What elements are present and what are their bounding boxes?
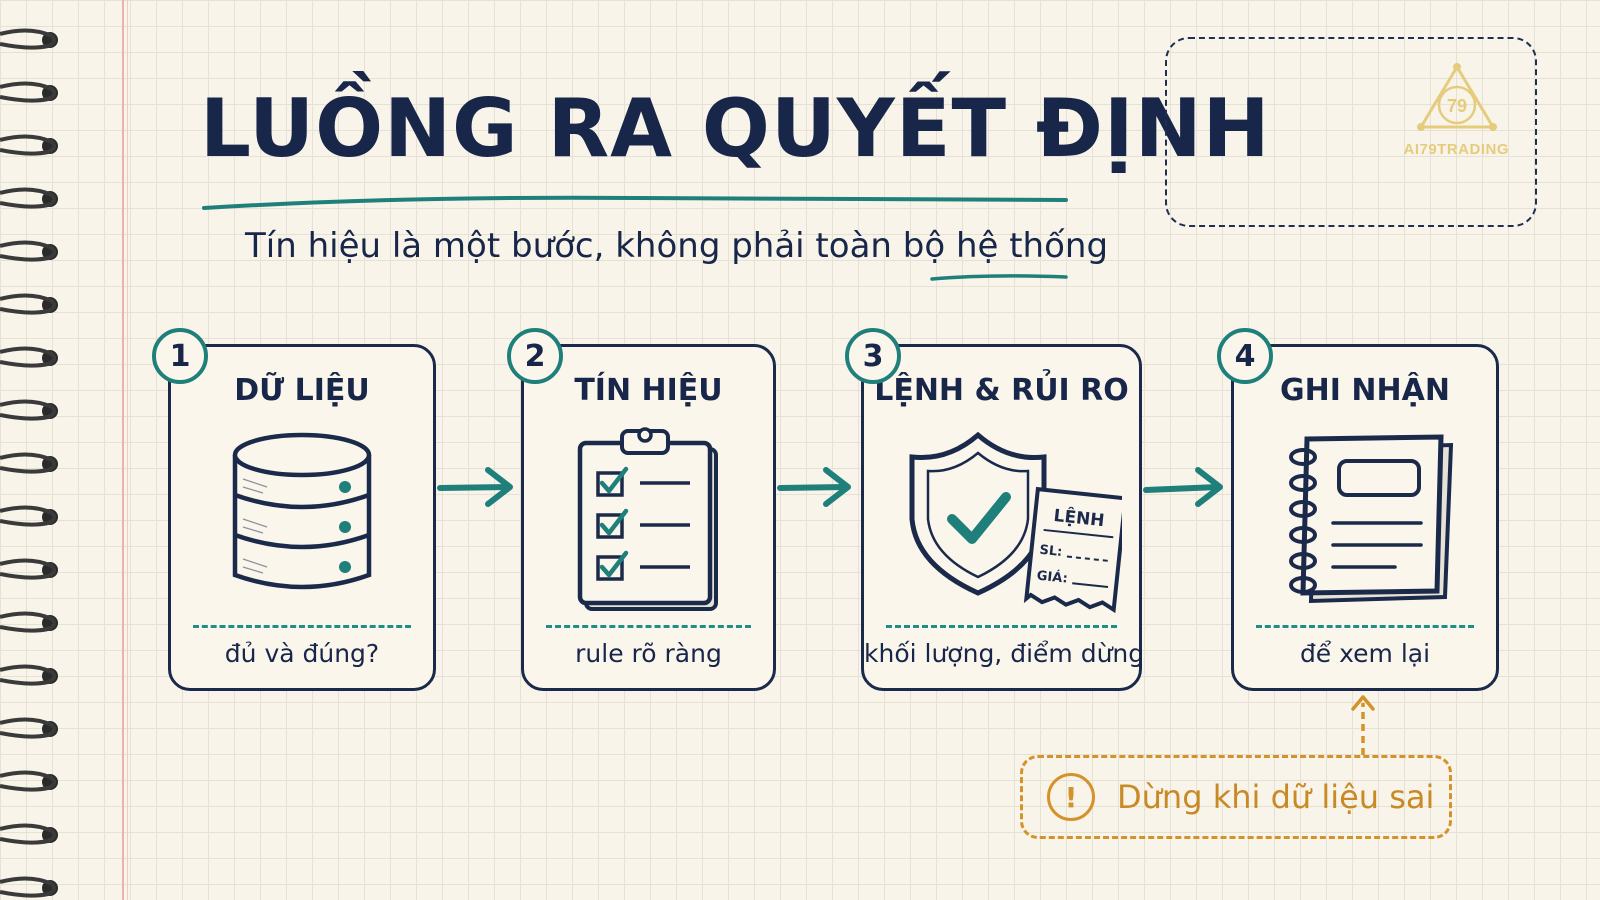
spiral-ring (0, 293, 58, 315)
flow-arrow-icon (1143, 467, 1223, 507)
page-title: LUỒNG RA QUYẾT ĐỊNH (200, 82, 1271, 175)
spiral-ring (0, 505, 58, 527)
spiral-ring (0, 664, 58, 686)
step-icon-wrap (171, 427, 433, 617)
shield-order-icon: LỆNH SL: GIÁ: (909, 431, 1122, 613)
spiral-ring (0, 240, 58, 262)
spiral-binding (0, 28, 58, 898)
subtitle-underline (930, 274, 1068, 281)
spiral-ring (0, 717, 58, 739)
step-title: TÍN HIỆU (574, 373, 723, 408)
step-number-badge: 3 (845, 328, 901, 384)
subtitle-emphasis: hệ thống (955, 226, 1109, 266)
notebook-icon (1289, 434, 1454, 604)
step-title: GHI NHẬN (1280, 373, 1450, 408)
spiral-ring (0, 823, 58, 845)
ticket-sl-label: SL: (1038, 543, 1062, 560)
flow-arrow-icon (777, 467, 851, 507)
logo-icon: 79 (1417, 63, 1497, 131)
step-title: DỮ LIỆU (234, 373, 370, 408)
flow-arrow-icon (437, 467, 513, 507)
step-divider (193, 625, 411, 628)
notebook-margin-line-secondary (127, 0, 128, 900)
logo-text: AI79TRADING (1403, 141, 1509, 158)
step-number-badge: 1 (152, 328, 208, 384)
logo-placeholder-box: 79 AI79TRADING (1165, 37, 1537, 227)
step-divider (1256, 625, 1474, 628)
database-icon (232, 432, 372, 590)
spiral-ring (0, 452, 58, 474)
step-caption: khối lượng, điểm dừng (864, 639, 1145, 668)
step-card-data: DỮ LIỆU đủ và đúng? (168, 344, 436, 691)
spiral-ring (0, 81, 58, 103)
clipboard-checklist-icon (577, 427, 718, 611)
spiral-ring (0, 346, 58, 368)
spiral-ring (0, 558, 58, 580)
step-card-record: GHI NHẬN để xem lại (1231, 344, 1499, 691)
step-caption: rule rõ ràng (575, 639, 722, 668)
step-number-badge: 2 (507, 328, 563, 384)
spiral-ring (0, 876, 58, 898)
spiral-ring (0, 399, 58, 421)
logo-badge-text: 79 (1447, 96, 1467, 116)
step-card-signal: TÍN HIỆU rule rõ ràng (521, 344, 776, 691)
spiral-ring (0, 28, 58, 50)
warning-text: Dừng khi dữ liệu sai (1117, 778, 1435, 816)
ticket-price-label: GIÁ: (1035, 568, 1068, 587)
spiral-ring (0, 134, 58, 156)
step-caption: để xem lại (1299, 639, 1431, 668)
step-icon-wrap (1234, 427, 1496, 617)
step-icon-wrap (524, 427, 773, 617)
step-divider (546, 625, 751, 628)
spiral-ring (0, 187, 58, 209)
warning-arrow-icon (1351, 695, 1375, 755)
subtitle: Tín hiệu là một bước, không phải toàn bộ… (245, 226, 1108, 266)
warning-callout: ! Dừng khi dữ liệu sai (1020, 755, 1452, 839)
notebook-margin-line (122, 0, 124, 900)
step-icon-wrap: LỆNH SL: GIÁ: (864, 427, 1139, 617)
subtitle-main: Tín hiệu là một bước, không phải toàn bộ (245, 226, 956, 266)
step-divider (886, 625, 1117, 628)
step-caption: đủ và đúng? (224, 639, 380, 668)
spiral-ring (0, 611, 58, 633)
step-title: LỆNH & RỦI RO (874, 373, 1129, 408)
title-underline (202, 195, 1068, 210)
step-number-badge: 4 (1217, 328, 1273, 384)
step-card-order-risk: LỆNH & RỦI RO LỆNH SL: GIÁ: khối lượng, … (861, 344, 1145, 691)
exclamation-icon: ! (1047, 773, 1095, 821)
spiral-ring (0, 770, 58, 792)
